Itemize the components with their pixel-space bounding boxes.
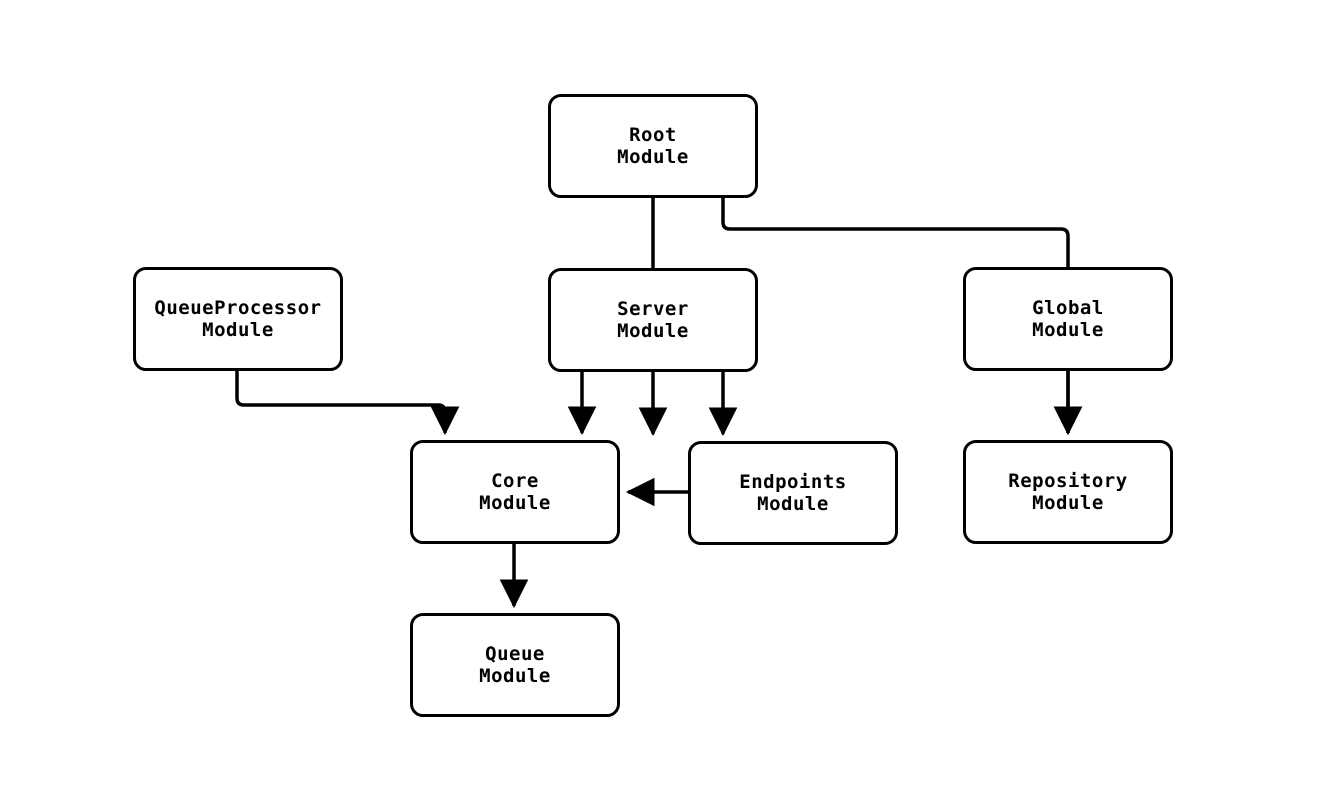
node-label-line2: Module: [1032, 492, 1104, 514]
node-label-line1: Endpoints: [739, 471, 847, 493]
node-label-line2: Module: [1032, 319, 1104, 341]
edge-queueprocessor-to-core: [235, 371, 460, 436]
node-label-line1: Global: [1032, 297, 1104, 319]
node-queue-module[interactable]: Queue Module: [410, 613, 620, 717]
node-global-module[interactable]: Global Module: [963, 267, 1173, 371]
node-label-line1: Queue: [485, 643, 545, 665]
node-label-line2: Module: [479, 492, 551, 514]
node-root-module[interactable]: Root Module: [548, 94, 758, 198]
node-core-module[interactable]: Core Module: [410, 440, 620, 544]
node-label-line2: Module: [202, 319, 274, 341]
node-label-line1: QueueProcessor: [154, 297, 322, 319]
node-label-line1: Server: [617, 298, 689, 320]
node-queueprocessor-module[interactable]: QueueProcessor Module: [133, 267, 343, 371]
node-label-line1: Repository: [1008, 470, 1128, 492]
node-endpoints-module[interactable]: Endpoints Module: [688, 441, 898, 545]
node-label-line1: Root: [629, 124, 677, 146]
node-label-line2: Module: [617, 320, 689, 342]
node-label-line2: Module: [757, 493, 829, 515]
node-label-line1: Core: [491, 470, 539, 492]
edge-root-to-global: [721, 198, 1083, 436]
node-repository-module[interactable]: Repository Module: [963, 440, 1173, 544]
node-server-module[interactable]: Server Module: [548, 268, 758, 372]
node-label-line2: Module: [479, 665, 551, 687]
node-label-line2: Module: [617, 146, 689, 168]
